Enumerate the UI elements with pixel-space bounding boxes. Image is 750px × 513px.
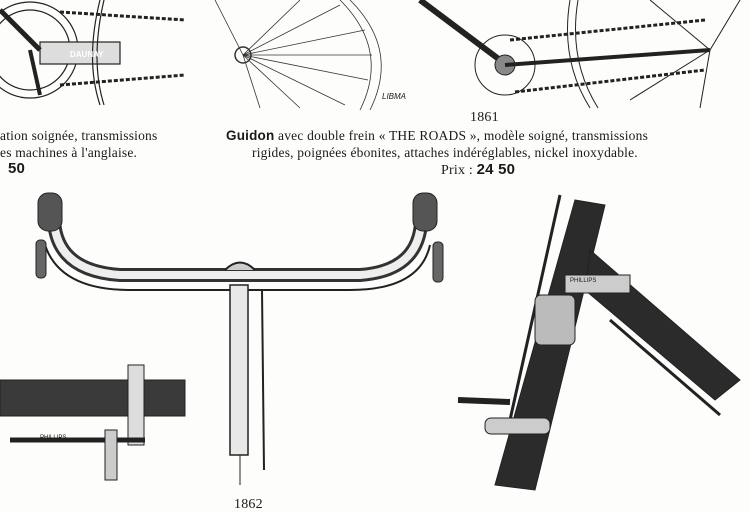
brake-clamp-illustration-left: [0, 364, 186, 481]
handlebar-illustration: [35, 192, 444, 485]
brake-fork-illustration-right: [457, 194, 741, 491]
item-number-1861: 1861: [470, 110, 499, 125]
item-1861-description-line2: rigides, poignées ébonites, attaches ind…: [252, 145, 638, 160]
left-caption-line1: ation soignée, transmissions: [0, 128, 158, 143]
price-value: 24 50: [476, 161, 516, 178]
item-number-1862: 1862: [234, 497, 263, 512]
wheel-illustration: [214, 0, 382, 111]
left-caption-price: 50: [8, 160, 26, 177]
crankset-illustration: [0, 0, 186, 106]
left-caption-line2: es machines à l'anglaise.: [0, 145, 138, 160]
brand-label-daunay: DAUNAY: [70, 50, 104, 59]
description-text: avec double frein « THE ROADS », modèle …: [274, 128, 649, 143]
item-1861-price: Prix : 24 50: [441, 161, 515, 179]
bicycle-illustration: [418, 0, 741, 109]
clamp-label-left: PHILLIPS: [40, 435, 67, 441]
item-1861-description-line1: Guidon avec double frein « THE ROADS », …: [226, 128, 648, 144]
price-label: Prix :: [441, 163, 477, 178]
artist-signature: LIBMA: [382, 92, 407, 101]
item-name: Guidon: [226, 128, 275, 143]
clamp-label-right: PHILLIPS: [570, 278, 597, 284]
